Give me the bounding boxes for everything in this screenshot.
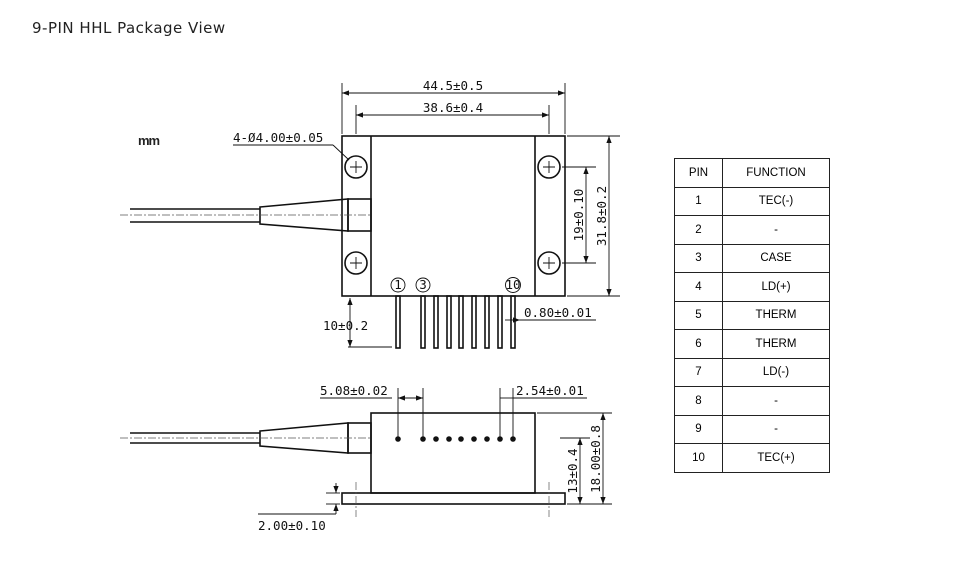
table-row: 9- xyxy=(674,414,830,444)
package-body xyxy=(341,135,566,297)
pin-function: LD(-) xyxy=(722,357,830,387)
pin-number: 9 xyxy=(674,414,723,444)
pin-function: LD(+) xyxy=(722,272,830,302)
dim-pin-pitch: 2.54±0.01 xyxy=(516,383,584,398)
pin-number: 1 xyxy=(674,186,723,216)
mounting-holes xyxy=(344,155,561,275)
side-view: 5.08±0.02 2.54±0.01 18.00±0.8 13±0.4 2.0… xyxy=(120,383,612,533)
pin xyxy=(484,295,490,349)
top-view: 1 3 10 44.5±0.5 38.6±0.4 4-Ø4.00±0.05 31… xyxy=(120,78,620,349)
pin-function: TEC(-) xyxy=(722,186,830,216)
pins xyxy=(395,295,516,349)
unit-label: mm xyxy=(138,133,160,148)
table-row: 8- xyxy=(674,386,830,416)
pin xyxy=(471,295,477,349)
svg-text:10: 10 xyxy=(505,277,520,292)
pin-number: 7 xyxy=(674,357,723,387)
pin-number: 8 xyxy=(674,386,723,416)
svg-text:3: 3 xyxy=(419,277,427,292)
side-body xyxy=(370,412,536,494)
dim-pin-length: 10±0.2 xyxy=(323,318,368,333)
pin-dot xyxy=(458,436,464,442)
svg-text:1: 1 xyxy=(394,277,402,292)
dim-hole-spacing-y: 19±0.10 xyxy=(571,189,586,242)
pin xyxy=(433,295,439,349)
page-title: 9-PIN HHL Package View xyxy=(32,19,226,37)
side-base xyxy=(341,492,566,505)
pin-function: - xyxy=(722,215,830,245)
pin-dot xyxy=(484,436,490,442)
dim-holes: 4-Ø4.00±0.05 xyxy=(233,130,323,145)
dim-base-thickness: 2.00±0.10 xyxy=(258,518,326,533)
dim-pin-width: 0.80±0.01 xyxy=(524,305,592,320)
pin-number-labels: 1 3 10 xyxy=(390,277,521,293)
pin-function: - xyxy=(722,414,830,444)
pin xyxy=(497,295,503,349)
pin-number: 3 xyxy=(674,243,723,273)
dim-pin-height: 13±0.4 xyxy=(565,448,580,493)
table-header-function: FUNCTION xyxy=(722,158,830,188)
dim-overall-height: 31.8±0.2 xyxy=(594,186,609,246)
table-header-pin: PIN xyxy=(674,158,723,188)
side-pin-dots xyxy=(395,436,516,442)
dim-hole-spacing-x: 38.6±0.4 xyxy=(423,100,483,115)
dim-overall-width: 44.5±0.5 xyxy=(423,78,483,93)
pin-function: CASE xyxy=(722,243,830,273)
pin xyxy=(510,295,516,349)
pin-number: 5 xyxy=(674,300,723,330)
pin xyxy=(420,295,426,349)
pin-function: THERM xyxy=(722,329,830,359)
dim-pin1-pin3: 5.08±0.02 xyxy=(320,383,388,398)
pin xyxy=(446,295,452,349)
dim-total-height: 18.00±0.8 xyxy=(588,425,603,493)
pin-number: 6 xyxy=(674,329,723,359)
pin-function: TEC(+) xyxy=(722,443,830,473)
pin xyxy=(395,295,401,349)
pin-number: 4 xyxy=(674,272,723,302)
pin-dot xyxy=(433,436,439,442)
table-row: 2- xyxy=(674,215,830,245)
pin-number: 10 xyxy=(674,443,723,473)
pin-dot xyxy=(446,436,452,442)
pin-function: THERM xyxy=(722,300,830,330)
fiber-pigtail xyxy=(120,198,372,232)
pin xyxy=(458,295,464,349)
pin-dot xyxy=(471,436,477,442)
pin-number: 2 xyxy=(674,215,723,245)
pin-function: - xyxy=(722,386,830,416)
